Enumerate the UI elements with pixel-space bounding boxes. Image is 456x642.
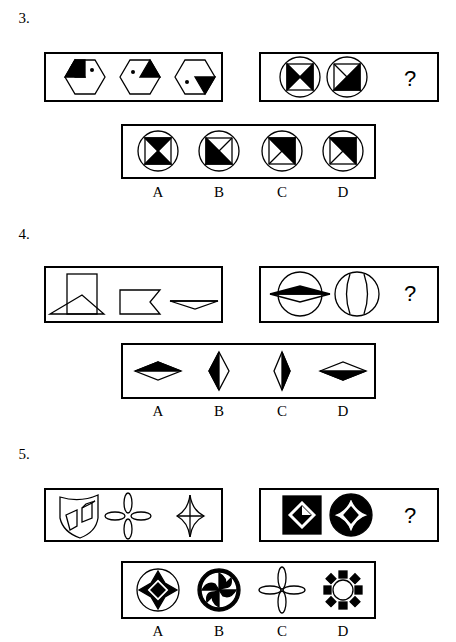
question-mark: ? [404,283,416,305]
question-mark: ? [404,505,416,527]
option-letter: D [338,624,349,639]
question-number: 5. [18,447,29,462]
option-letter: B [214,624,224,639]
option-letter: D [338,185,349,200]
question-number: 3. [18,11,29,26]
question-number: 4. [18,227,29,242]
option-letter: B [214,404,224,419]
option-letter: A [153,185,164,200]
option-letter: C [277,185,287,200]
question-mark: ? [404,68,416,90]
option-letter: A [153,404,164,419]
option-letter: C [277,404,287,419]
option-letter: A [153,624,164,639]
option-letter: D [338,404,349,419]
option-letter: C [277,624,287,639]
option-letter: B [214,185,224,200]
